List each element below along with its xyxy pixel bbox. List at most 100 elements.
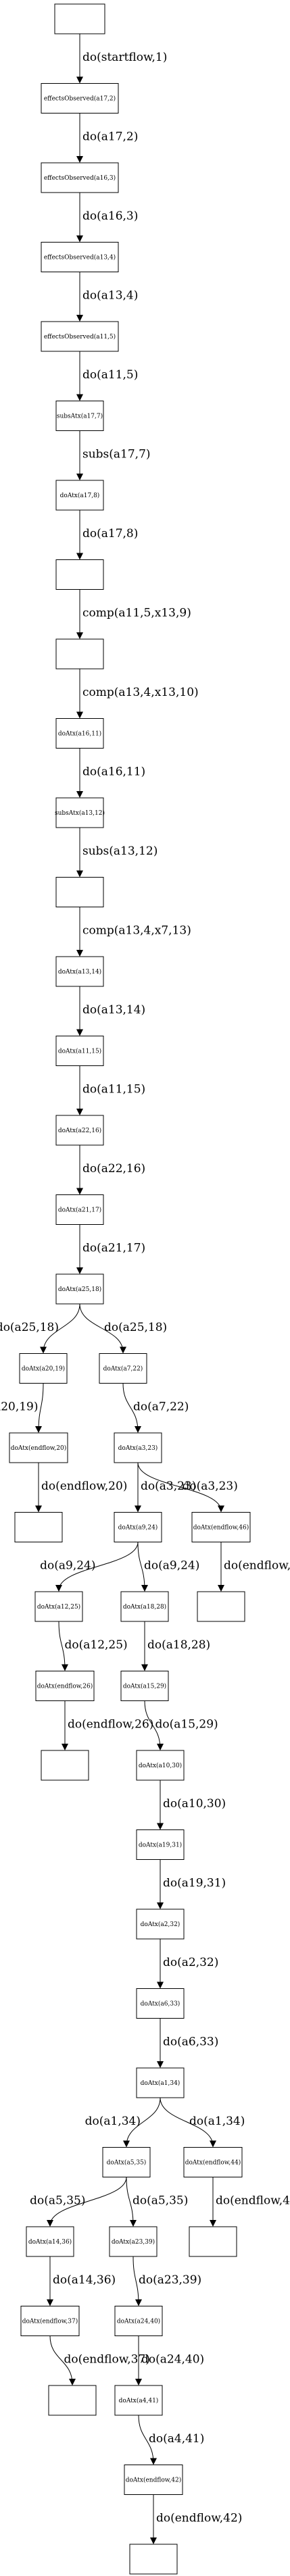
node-box xyxy=(124,2465,183,2495)
node-box xyxy=(55,638,104,670)
empty-node-n8 xyxy=(55,638,104,670)
node-box xyxy=(114,1432,162,1463)
node-label: doAtx(a5,35) xyxy=(107,2159,147,2167)
node-box xyxy=(19,1353,68,1384)
node-box xyxy=(55,1273,104,1305)
edge-n12-n13: do(a13,14) xyxy=(76,986,145,1036)
edge-line xyxy=(160,2097,216,2148)
edge-label: do(a11,5) xyxy=(82,368,138,382)
edge-label: do(a6,33) xyxy=(163,2035,218,2048)
edge-n16-n18: do(a25,18) xyxy=(79,1303,167,1354)
edge-n25-n27: do(a12,25) xyxy=(58,1621,128,1671)
empty-node-n42 xyxy=(48,2385,97,2416)
empty-node-n20 xyxy=(14,1512,63,1542)
node-n26: doAtx(a18,28) xyxy=(120,1591,169,1622)
node-n1: effectsObserved(a17,2) xyxy=(41,83,119,113)
node-box xyxy=(34,1591,83,1622)
node-box xyxy=(136,1988,185,2019)
node-n25: doAtx(a12,25) xyxy=(34,1591,83,1622)
node-n18: doAtx(a7,22) xyxy=(99,1353,147,1384)
edge-n22-n26: do(a9,24) xyxy=(137,1542,199,1592)
node-box xyxy=(55,559,104,590)
node-label: doAtx(a20,19) xyxy=(22,1365,65,1373)
edge-label: do(a9,24) xyxy=(144,1559,199,1572)
node-label: doAtx(endflow,44) xyxy=(185,2159,241,2167)
node-box xyxy=(9,1432,68,1463)
edge-n11-n12: comp(a13,4,x7,13) xyxy=(76,907,191,957)
node-box xyxy=(41,321,119,352)
edge-label: do(a16,3) xyxy=(82,209,138,223)
edge-label: do(a20,19) xyxy=(0,1400,39,1413)
node-box xyxy=(136,1829,185,1860)
node-label: doAtx(a23,39) xyxy=(112,2238,155,2246)
node-box xyxy=(20,2306,80,2336)
edge-line xyxy=(122,1383,141,1433)
edge-n14-n15: do(a22,16) xyxy=(76,1145,145,1195)
node-box xyxy=(55,718,104,749)
node-box xyxy=(41,1750,89,1781)
edge-n8-n9: comp(a13,4,x13,10) xyxy=(76,669,199,719)
edge-label: do(a17,8) xyxy=(82,527,138,540)
edge-line xyxy=(79,1303,126,1354)
edge-n29-n30: do(a15,29) xyxy=(144,1700,218,1750)
edge-n36-n39: do(endflow,44) xyxy=(210,2177,290,2227)
node-n6: doAtx(a17,8) xyxy=(55,480,104,511)
node-label: doAtx(a24,40) xyxy=(117,2318,160,2325)
node-n34: doAtx(a1,34) xyxy=(136,2067,185,2098)
edge-label: do(a25,18) xyxy=(0,1321,59,1334)
node-n12: doAtx(a13,14) xyxy=(55,956,104,987)
edge-n7-n8: comp(a11,5,x13,9) xyxy=(76,589,191,639)
edge-label: do(a13,4) xyxy=(82,288,138,302)
edge-n27-n28: do(endflow,26) xyxy=(62,1700,153,1750)
node-box xyxy=(55,401,104,431)
node-label: doAtx(a1,34) xyxy=(141,2079,180,2087)
node-n29: doAtx(a15,29) xyxy=(120,1671,169,1701)
edge-n30-n31: do(a10,30) xyxy=(157,1780,226,1830)
node-label: subsAtx(a13,12) xyxy=(55,809,105,817)
node-box xyxy=(54,3,105,34)
empty-node-n39 xyxy=(189,2226,237,2257)
edge-label: do(a2,32) xyxy=(163,1956,218,1969)
edge-n44-n45: do(endflow,42) xyxy=(150,2494,242,2544)
edge-n26-n29: do(a18,28) xyxy=(141,1621,210,1671)
edge-n21-n22: do(a3,23) xyxy=(135,1463,196,1513)
node-n14: doAtx(a22,16) xyxy=(55,1115,104,1146)
node-box xyxy=(136,2067,185,2098)
node-label: doAtx(a16,11) xyxy=(58,730,101,738)
nodes-layer: effectsObserved(a17,2)effectsObserved(a1… xyxy=(9,3,251,2575)
edge-label: do(a1,34) xyxy=(189,2115,245,2128)
node-label: doAtx(a9,24) xyxy=(118,1524,158,1532)
edge-n43-n44: do(a4,41) xyxy=(138,2415,204,2465)
node-label: doAtx(a18,28) xyxy=(123,1603,166,1611)
edge-label: do(a5,35) xyxy=(132,2194,188,2207)
node-n16: doAtx(a25,18) xyxy=(55,1273,104,1305)
empty-node-start xyxy=(54,3,105,34)
empty-node-n24 xyxy=(197,1591,245,1622)
node-box xyxy=(41,83,119,113)
edge-label: do(a16,11) xyxy=(82,765,145,778)
edge-n16-n17: do(a25,18) xyxy=(0,1303,80,1354)
node-label: doAtx(endflow,20) xyxy=(11,1444,67,1452)
edge-label: comp(a11,5,x13,9) xyxy=(82,606,191,620)
node-label: doAtx(a4,41) xyxy=(119,2397,159,2404)
edge-line xyxy=(58,1621,68,1671)
edge-label: do(endflow,20) xyxy=(41,1480,127,1493)
edge-n23-n24: do(endflow,46) xyxy=(218,1542,290,1592)
edge-label: do(a3,23) xyxy=(141,1480,196,1493)
edge-n13-n14: do(a11,15) xyxy=(76,1065,145,1115)
edge-label: do(a24,40) xyxy=(141,2352,204,2366)
edge-label: do(a18,28) xyxy=(147,1638,210,1652)
edge-label: subs(a17,7) xyxy=(82,447,151,461)
node-box xyxy=(55,877,104,907)
edge-n34-n36: do(a1,34) xyxy=(160,2097,245,2148)
node-n15: doAtx(a21,17) xyxy=(55,1194,104,1225)
edge-label: do(a21,17) xyxy=(82,1241,145,1255)
node-label: doAtx(a14,36) xyxy=(28,2238,72,2246)
node-box xyxy=(55,797,104,828)
edges-layer: do(startflow,1)do(a17,2)do(a16,3)do(a13,… xyxy=(0,34,290,2544)
node-n43: doAtx(a4,41) xyxy=(114,2385,163,2416)
node-n27: doAtx(endflow,26) xyxy=(35,1671,95,1701)
edge-label: do(a5,35) xyxy=(30,2194,85,2207)
node-n40: doAtx(endflow,37) xyxy=(20,2306,80,2336)
node-label: doAtx(a17,8) xyxy=(60,492,100,499)
